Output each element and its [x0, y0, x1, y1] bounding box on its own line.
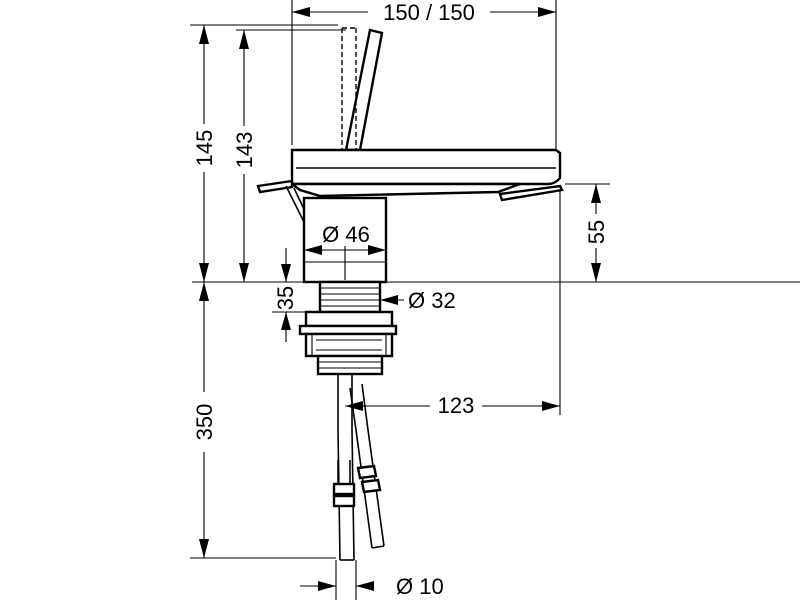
dim-spout-height-label: 55 [584, 220, 609, 244]
thread-lines [320, 287, 380, 307]
dim-body-diameter: Ø 46 [304, 222, 386, 280]
dim-below-counter: 350 [192, 282, 218, 558]
mounting-nut [304, 310, 394, 328]
spout-tip [498, 184, 564, 202]
dim-thread-diameter-label: Ø 32 [408, 288, 456, 313]
faucet-body [290, 148, 562, 186]
dim-total-height: 145 [192, 25, 218, 282]
dim-lever-height-label: 143 [232, 132, 257, 169]
dim-hose-diameter: Ø 10 [300, 574, 444, 599]
dim-total-height-label: 145 [192, 130, 217, 167]
supply-hoses [332, 374, 385, 561]
dim-top-width: 150 / 150 [292, 0, 556, 25]
threaded-shank [318, 280, 382, 314]
left-control [256, 179, 294, 194]
extension-lines [190, 0, 800, 600]
lever-handle [344, 28, 384, 152]
dim-thread-length: 35 [272, 248, 320, 342]
dim-body-diameter-label: Ø 46 [322, 222, 370, 247]
dim-spout-reach-label: 123 [438, 393, 475, 418]
dim-thread-length-label: 35 [273, 286, 298, 310]
dim-spout-reach: 123 [345, 393, 560, 418]
faucet-drawing [256, 27, 564, 561]
dim-top-width-label: 150 / 150 [383, 0, 475, 25]
dim-below-counter-label: 350 [192, 404, 217, 441]
dim-thread-diameter: Ø 32 [380, 288, 456, 313]
dim-lever-height: 143 [232, 30, 258, 282]
dim-spout-height: 55 [584, 184, 610, 282]
dim-hose-diameter-label: Ø 10 [396, 574, 444, 599]
